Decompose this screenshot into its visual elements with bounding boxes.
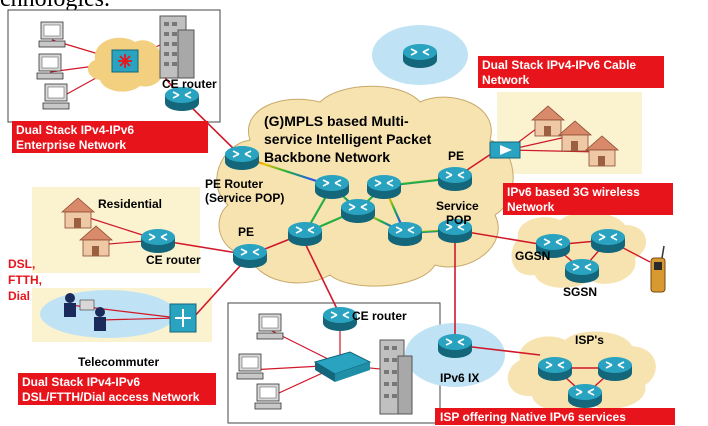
sgsn-label: SGSN bbox=[563, 285, 597, 299]
cable-banner bbox=[478, 56, 664, 88]
pe-left-label: PE bbox=[238, 225, 254, 239]
dial-label: Dial bbox=[8, 289, 30, 303]
core-router-3 bbox=[340, 198, 376, 224]
wireless-router bbox=[590, 228, 626, 254]
core-router-5 bbox=[387, 221, 423, 247]
ggsn-label: GGSN bbox=[515, 249, 550, 263]
core-router-1 bbox=[314, 174, 350, 200]
residential-zone bbox=[32, 187, 200, 273]
wireless-banner-line2: Network bbox=[507, 200, 555, 214]
dsl-banner-line1: Dual Stack IPv4-IPv6 bbox=[22, 375, 140, 389]
backbone-label-line2: service Intelligent Packet bbox=[264, 131, 432, 147]
enterprise-banner bbox=[12, 121, 208, 153]
mobile-phone-icon bbox=[650, 245, 666, 293]
bottom-pc-3 bbox=[254, 383, 282, 410]
telecommuter-label: Telecommuter bbox=[78, 355, 159, 369]
enterprise-building-icon bbox=[159, 15, 195, 79]
core-router-4 bbox=[287, 221, 323, 247]
dsl-banner bbox=[18, 373, 216, 405]
dsl-label: DSL, bbox=[8, 257, 35, 271]
top-router bbox=[402, 43, 438, 69]
sgsn-router bbox=[564, 258, 600, 284]
cable-modem-icon bbox=[489, 141, 521, 159]
isp-router-1 bbox=[537, 356, 573, 382]
ipv6-ix-router bbox=[437, 333, 473, 359]
ce-router-label-bottom: CE router bbox=[352, 309, 407, 323]
pop-label: POP bbox=[446, 213, 471, 227]
pe-router-service-pop bbox=[224, 145, 260, 171]
bottom-switch-icon bbox=[313, 351, 372, 382]
isp-cloud bbox=[507, 331, 656, 413]
ipv6-ix-label: IPv6 IX bbox=[440, 371, 479, 385]
bottom-pc-2 bbox=[236, 353, 264, 380]
residential-label: Residential bbox=[98, 197, 162, 211]
cable-banner-line1: Dual Stack IPv4-IPv6 Cable bbox=[482, 58, 636, 72]
enterprise-pc-1 bbox=[38, 21, 66, 48]
enterprise-pc-2 bbox=[36, 53, 64, 80]
dsl-banner-line2: DSL/FTTH/Dial access Network bbox=[22, 390, 200, 404]
ce-router-label-top: CE router bbox=[162, 77, 217, 91]
backbone-label-line3: Backbone Network bbox=[264, 149, 390, 165]
backbone-label-line1: (G)MPLS based Multi- bbox=[264, 113, 409, 129]
isp-banner-text: ISP offering Native IPv6 services bbox=[440, 410, 626, 424]
service-label: Service bbox=[436, 199, 479, 213]
enterprise-banner-line1: Dual Stack IPv4-IPv6 bbox=[16, 123, 134, 137]
cable-banner-line2: Network bbox=[482, 73, 530, 87]
pe-router-label: PE Router bbox=[205, 177, 263, 191]
ce-router-label-residential: CE router bbox=[146, 253, 201, 267]
bottom-pc-1 bbox=[256, 313, 284, 340]
isp-router-2 bbox=[597, 356, 633, 382]
isp-banner bbox=[435, 408, 675, 425]
enterprise-pc-3 bbox=[42, 83, 70, 110]
pe-right-label: PE bbox=[448, 149, 464, 163]
telecommuter-lan bbox=[40, 290, 176, 338]
wireless-banner-line1: IPv6 based 3G wireless bbox=[507, 185, 640, 199]
wireless-banner bbox=[503, 183, 673, 215]
core-router-2 bbox=[366, 174, 402, 200]
bottom-building-icon bbox=[379, 339, 413, 415]
isps-label: ISP's bbox=[575, 333, 604, 347]
ftth-label: FTTH, bbox=[8, 273, 42, 287]
residential-ce-router bbox=[140, 228, 176, 254]
pe-router-right bbox=[437, 166, 473, 192]
pe-router-left bbox=[232, 243, 268, 269]
isp-router-3 bbox=[567, 383, 603, 409]
enterprise-switch-cloud bbox=[87, 37, 164, 92]
telecommuter-people-icon bbox=[64, 293, 106, 331]
page-top-text: chnologies. bbox=[0, 0, 110, 13]
service-pop-label: (Service POP) bbox=[205, 191, 284, 205]
enterprise-banner-line2: Enterprise Network bbox=[16, 138, 126, 152]
access-server-icon bbox=[169, 303, 197, 333]
